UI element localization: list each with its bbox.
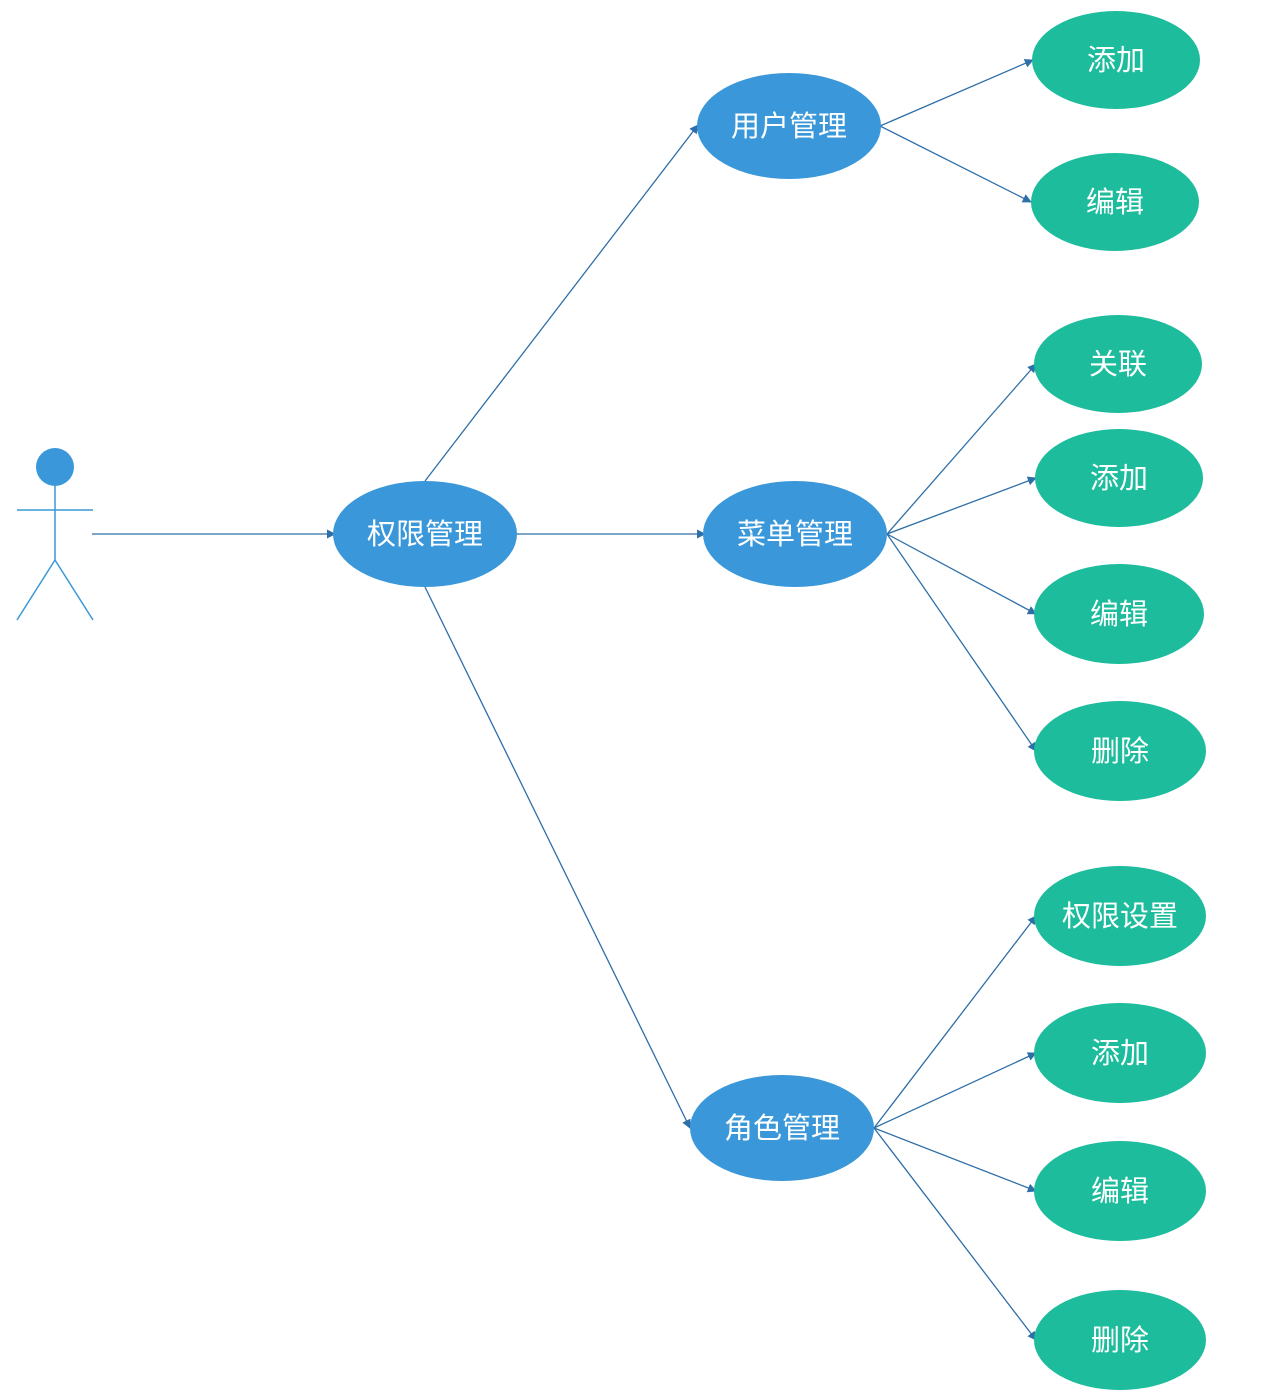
- actor-left-leg: [16, 559, 56, 621]
- module-label: 菜单管理: [737, 517, 853, 551]
- edge-user-edit: [879, 125, 1032, 203]
- edge-role-edit: [873, 1127, 1037, 1193]
- module-label: 角色管理: [724, 1111, 840, 1145]
- action-label: 添加: [1091, 1036, 1149, 1070]
- edge-root-user-management: [424, 124, 699, 482]
- action-node-menu-add: 添加: [1035, 429, 1203, 527]
- edge-menu-edit: [886, 533, 1037, 615]
- edge-menu-delete: [886, 533, 1037, 752]
- action-label: 删除: [1091, 734, 1149, 768]
- module-node-user-management: 用户管理: [697, 73, 881, 179]
- actor-right-leg: [54, 559, 94, 621]
- module-node-role-management: 角色管理: [690, 1075, 874, 1181]
- module-label: 用户管理: [731, 109, 847, 143]
- action-node-menu-delete: 删除: [1034, 701, 1206, 801]
- action-node-user-add: 添加: [1032, 11, 1200, 109]
- action-label: 删除: [1091, 1323, 1149, 1357]
- edge-role-delete: [873, 1127, 1037, 1341]
- edge-user-add: [879, 59, 1034, 127]
- action-label: 添加: [1087, 43, 1145, 77]
- action-node-role-delete: 删除: [1034, 1290, 1206, 1390]
- action-node-role-add: 添加: [1034, 1003, 1206, 1103]
- edge-menu-add: [886, 476, 1037, 535]
- actor-head: [36, 448, 74, 486]
- action-label: 编辑: [1091, 1174, 1149, 1208]
- action-label: 编辑: [1086, 185, 1144, 219]
- root-node: 权限管理: [333, 481, 517, 587]
- root-label: 权限管理: [367, 517, 483, 551]
- action-label: 添加: [1090, 461, 1148, 495]
- action-node-role-permission: 权限设置: [1034, 866, 1206, 966]
- edge-menu-link: [886, 363, 1037, 535]
- action-label: 权限设置: [1062, 899, 1178, 933]
- action-node-user-edit: 编辑: [1031, 153, 1199, 251]
- action-node-menu-edit: 编辑: [1034, 564, 1204, 664]
- action-node-role-edit: 编辑: [1034, 1141, 1206, 1241]
- edge-role-add: [873, 1052, 1037, 1129]
- edge-role-permission: [873, 915, 1037, 1129]
- action-node-menu-link: 关联: [1034, 315, 1202, 413]
- module-node-menu-management: 菜单管理: [703, 481, 887, 587]
- actor-icon: [16, 448, 94, 621]
- edge-root-role-management: [424, 586, 691, 1129]
- action-label: 关联: [1089, 347, 1147, 381]
- edges: [92, 59, 1037, 1341]
- action-label: 编辑: [1090, 597, 1148, 631]
